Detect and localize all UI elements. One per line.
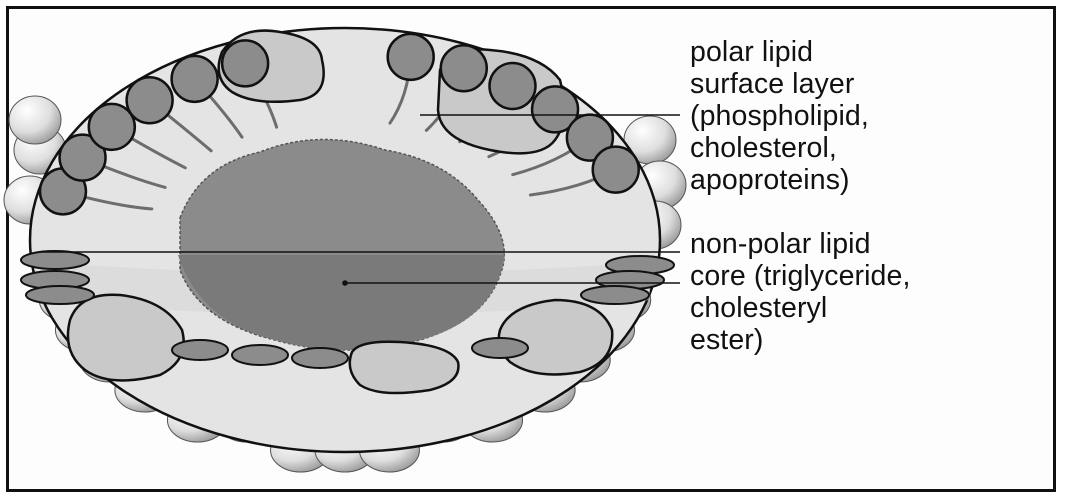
- phospholipid-head: [292, 348, 348, 368]
- core-label: non-polar lipid core (triglyceride, chol…: [690, 228, 910, 356]
- phospholipid-head: [172, 56, 218, 102]
- phospholipid-head: [489, 63, 535, 109]
- apoprotein-bottom: [350, 342, 459, 393]
- phospholipid-head: [472, 338, 528, 358]
- phospholipid-head: [127, 77, 173, 123]
- shell-sphere: [9, 96, 61, 144]
- phospholipid-head: [593, 147, 639, 193]
- surface-layer-label: polar lipid surface layer (phospholipid,…: [690, 36, 869, 196]
- phospholipid-head: [172, 340, 228, 360]
- phospholipid-head: [26, 286, 94, 304]
- phospholipid-head: [581, 286, 649, 304]
- phospholipid-head: [441, 45, 487, 91]
- apoprotein-lower-right: [499, 300, 612, 374]
- phospholipid-head: [222, 40, 268, 86]
- phospholipid-head: [388, 34, 434, 80]
- phospholipid-head: [21, 251, 89, 269]
- phospholipid-head: [232, 345, 288, 365]
